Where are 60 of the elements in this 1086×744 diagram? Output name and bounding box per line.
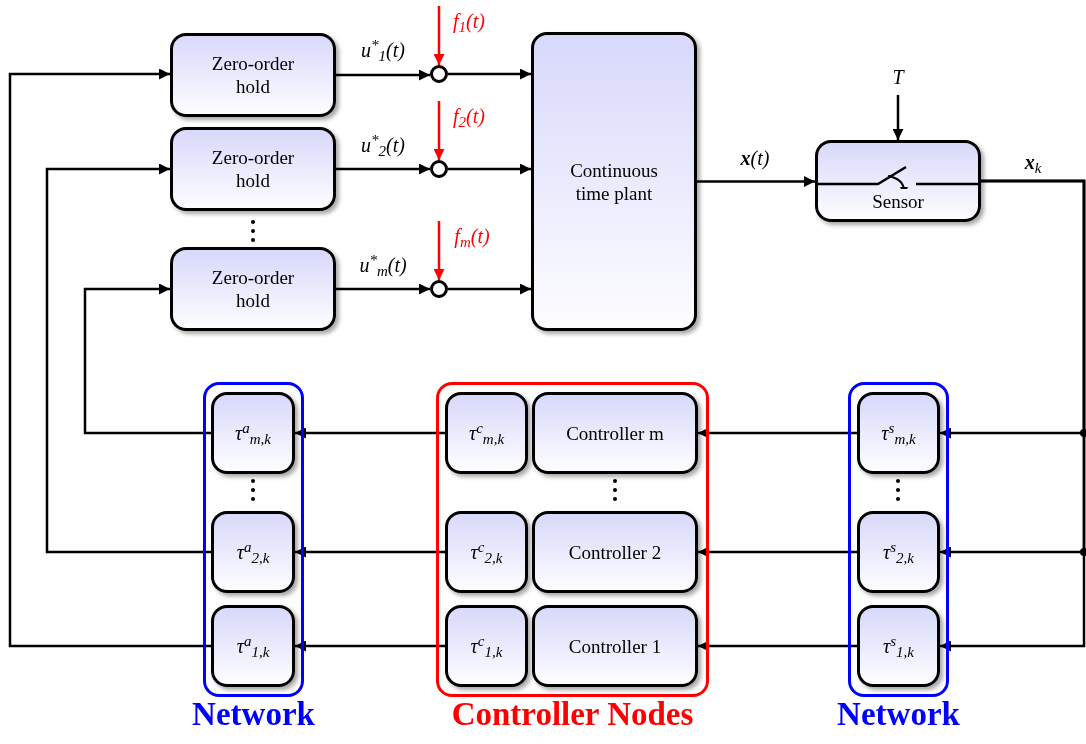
delay-box [857,605,940,687]
group-heading: Controller Nodes [451,698,694,731]
arrow [295,640,445,652]
arrow [433,221,445,280]
block-label: Zero-order hold [210,52,296,98]
block-label: Zero-order hold [210,146,296,192]
summing-junction [430,65,448,83]
group-heading: Network [192,698,315,731]
arrow [698,427,857,439]
process-box [170,127,336,211]
block-label: Controller 2 [568,540,662,564]
edge-label: x(t) [739,148,771,168]
arrow [698,546,857,558]
edge-label: f$_{m}$(t) [453,226,491,246]
block-label: Sensor [872,190,924,214]
arrow [892,95,904,140]
delay-box [857,511,940,593]
edge-label: u$^{*}$$_{m}$(t) [358,255,408,275]
arrow [295,427,445,439]
process-box [532,605,698,687]
delay-box [211,511,295,593]
process-box [170,247,336,331]
arrow [45,163,211,554]
edge-label: T [891,67,905,87]
block-label: Zero-order hold [210,266,296,312]
arrow [336,163,430,175]
delay-box [211,605,295,687]
summing-junction [430,160,448,178]
arrow [8,68,211,648]
process-box [532,392,698,474]
edge-label: f$_{2}$(t) [452,106,486,126]
edge-label: u$^{*}$$_{2}$(t) [360,135,406,155]
arrow [940,179,1086,652]
process-box [532,511,698,593]
sensor-box [815,140,981,222]
edge-label: u$^{*}$$_{1}$(t) [360,40,406,60]
block-label: Controller 1 [568,634,662,658]
delay-box [211,392,295,474]
delay-box [445,392,528,474]
arrow [698,640,857,652]
group-heading: Network [837,698,960,731]
block-label: Continuous time plant [569,158,659,205]
delay-box [445,605,528,687]
arrow [433,6,445,65]
arrow [336,69,430,81]
process-box [170,33,336,117]
arrow [697,176,815,187]
delay-box [857,392,940,474]
edge-label: f$_{1}$(t) [452,11,486,31]
arrow [295,546,445,558]
delay-box [445,511,528,593]
arrow [448,163,531,175]
arrow [448,68,531,80]
process-box [531,32,697,331]
arrow [336,283,430,295]
arrow [433,101,445,160]
arrow [448,283,531,295]
summing-junction [430,280,448,298]
block-label: Controller m [566,421,664,445]
arrow [83,283,211,435]
